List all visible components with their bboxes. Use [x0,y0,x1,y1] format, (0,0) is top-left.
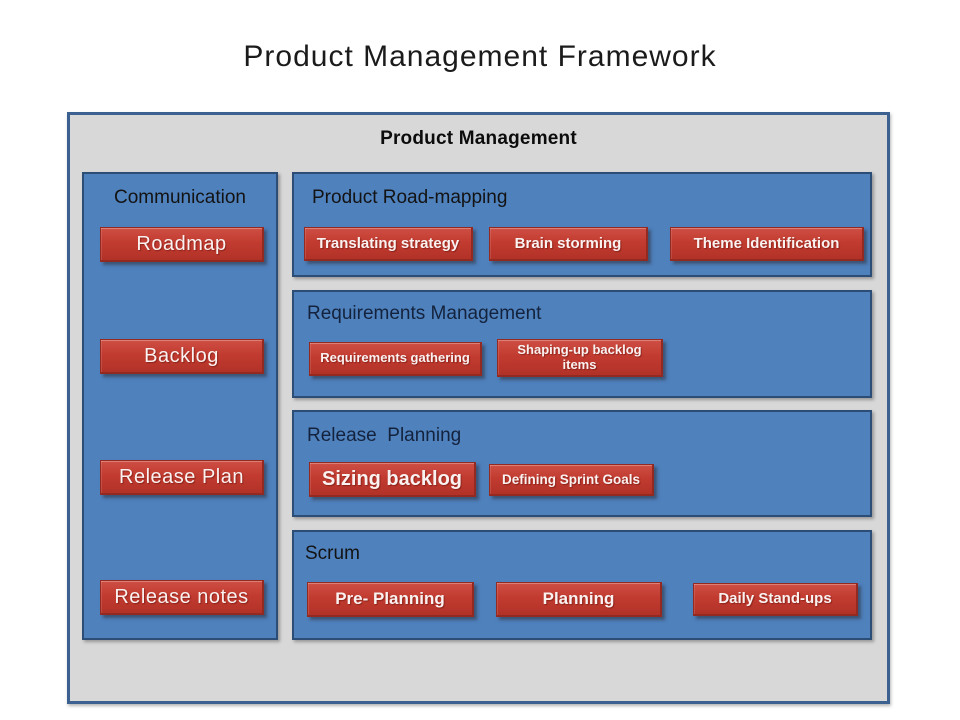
communication-panel: Communication Roadmap Backlog Release Pl… [82,172,278,640]
node-release-notes: Release notes [100,580,264,615]
node-roadmap: Roadmap [100,227,264,262]
node-defining-sprint-goals: Defining Sprint Goals [489,464,654,496]
release-planning-label: Release Planning [307,425,462,446]
node-planning: Planning [496,582,662,617]
product-road-mapping-label: Product Road-mapping [312,187,508,208]
node-sizing-backlog: Sizing backlog [309,462,476,497]
requirements-management-label: Requirements Management [307,303,542,324]
requirements-management-panel: Requirements Management Requirements gat… [292,290,872,398]
scrum-panel: Scrum Pre- Planning Planning Daily Stand… [292,530,872,640]
node-theme-identification: Theme Identification [670,227,864,261]
node-requirements-gathering: Requirements gathering [309,342,482,376]
node-shaping-up-backlog-items: Shaping-up backlog items [497,339,663,377]
node-backlog: Backlog [100,339,264,374]
node-release-plan: Release Plan [100,460,264,495]
page-title: Product Management Framework [243,40,717,73]
communication-label: Communication [114,187,246,208]
node-translating-strategy: Translating strategy [304,227,473,261]
node-daily-stand-ups: Daily Stand-ups [693,583,858,616]
product-management-frame: Product Management Communication Roadmap… [67,112,890,704]
node-brain-storming: Brain storming [489,227,648,261]
scrum-label: Scrum [305,543,360,564]
frame-title: Product Management [380,128,577,149]
node-pre-planning: Pre- Planning [307,582,474,617]
product-road-mapping-panel: Product Road-mapping Translating strateg… [292,172,872,277]
release-planning-panel: Release Planning Sizing backlog Defining… [292,410,872,517]
